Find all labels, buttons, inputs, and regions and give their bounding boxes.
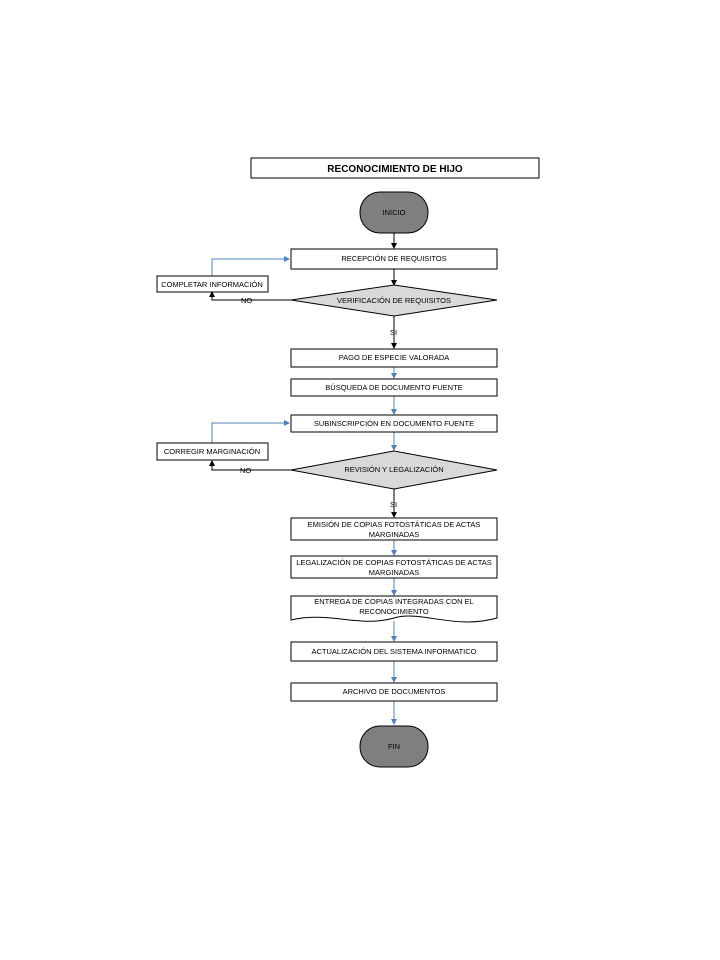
connector-revision-no: [209, 460, 291, 471]
branch-si-1: SI: [390, 328, 397, 337]
step-emision: EMISIÓN DE COPIAS FOTOSTÁTICAS DE ACTAS …: [290, 517, 498, 541]
step-subinscripcion: SUBINSCRIPCIÓN EN DOCUMENTO FUENTE: [290, 414, 498, 433]
start-terminal: INICIO: [359, 191, 429, 234]
step-archivo: ARCHIVO DE DOCUMENTOS: [290, 682, 498, 702]
decision-verificacion-label: VERIFICACIÓN DE REQUISITOS: [337, 296, 451, 305]
side-step-completar: COMPLETAR INFORMACIÓN: [156, 275, 269, 293]
step-pago: PAGO DE ESPECIE VALORADA: [290, 348, 498, 368]
connector-verificacion-no: [209, 291, 291, 301]
step-emision-label-1: EMISIÓN DE COPIAS FOTOSTÁTICAS DE ACTAS: [308, 520, 481, 529]
end-label: FIN: [388, 742, 400, 751]
step-legalizacion-copias: LEGALIZACIÓN DE COPIAS FOTOSTÁTICAS DE A…: [290, 555, 498, 579]
decision-verificacion: VERIFICACIÓN DE REQUISITOS: [290, 284, 498, 317]
decision-revision: REVISIÓN Y LEGALIZACIÓN: [290, 450, 498, 490]
step-subinscripcion-label: SUBINSCRIPCIÓN EN DOCUMENTO FUENTE: [314, 419, 474, 428]
step-legalizacion-label-2: MARGINADAS: [369, 568, 419, 577]
branch-no-2: NO: [240, 466, 251, 475]
page-title: RECONOCIMIENTO DE HIJO: [327, 164, 463, 175]
step-legalizacion-label-1: LEGALIZACIÓN DE COPIAS FOTOSTÁTICAS DE A…: [296, 558, 492, 567]
step-busqueda-label: BÚSQUEDA DE DOCUMENTO FUENTE: [325, 383, 462, 392]
step-archivo-label: ARCHIVO DE DOCUMENTOS: [343, 687, 446, 696]
step-entrega-label-2: RECONOCIMIENTO: [359, 607, 429, 616]
step-entrega-label-1: ENTREGA DE COPIAS INTEGRADAS CON EL: [314, 597, 474, 606]
start-label: INICIO: [383, 208, 406, 217]
connector-corregir-subinscripcion: [211, 420, 290, 443]
side-step-corregir: CORREGIR MARGINACIÓN: [156, 442, 269, 461]
branch-si-2: SI: [390, 500, 397, 509]
side-step-corregir-label: CORREGIR MARGINACIÓN: [164, 447, 260, 456]
step-entrega-document: ENTREGA DE COPIAS INTEGRADAS CON EL RECO…: [290, 595, 498, 623]
step-recepcion: RECEPCIÓN DE REQUISITOS: [290, 248, 498, 270]
step-actualizacion-label: ACTUALIZACIÓN DEL SISTEMA INFORMATICO: [311, 647, 476, 656]
decision-revision-label: REVISIÓN Y LEGALIZACIÓN: [344, 465, 443, 474]
step-recepcion-label: RECEPCIÓN DE REQUISITOS: [341, 254, 446, 263]
end-terminal: FIN: [359, 725, 429, 768]
side-step-completar-label: COMPLETAR INFORMACIÓN: [161, 280, 263, 289]
connectors: [209, 233, 397, 725]
step-emision-label-2: MARGINADAS: [369, 530, 419, 539]
branch-no-1: NO: [241, 296, 252, 305]
title-box: RECONOCIMIENTO DE HIJO: [250, 157, 540, 179]
step-pago-label: PAGO DE ESPECIE VALORADA: [339, 353, 450, 362]
step-actualizacion: ACTUALIZACIÓN DEL SISTEMA INFORMATICO: [290, 641, 498, 662]
step-busqueda: BÚSQUEDA DE DOCUMENTO FUENTE: [290, 378, 498, 397]
connector-completar-recepcion: [211, 256, 290, 276]
